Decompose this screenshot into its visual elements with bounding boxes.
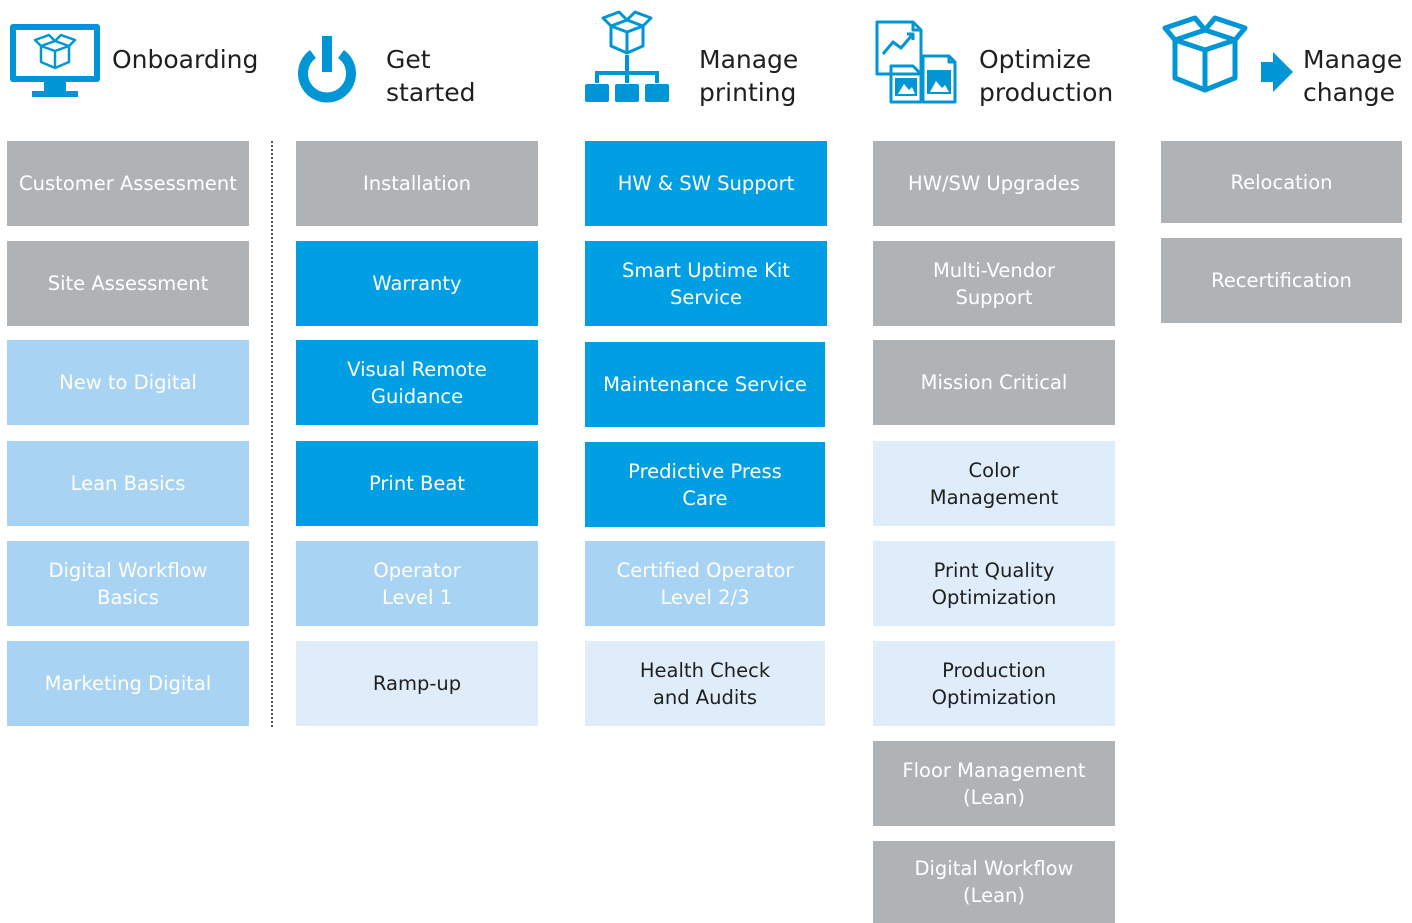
service-tile[interactable]: Installation [296,141,538,226]
service-tile[interactable]: New to Digital [7,340,249,425]
monitor-box-icon [10,24,100,97]
service-tile[interactable]: Floor Management (Lean) [873,741,1115,826]
service-tile[interactable]: Visual Remote Guidance [296,340,538,425]
column-title: Optimize production [979,45,1114,107]
service-tile[interactable]: Marketing Digital [7,641,249,726]
service-tile[interactable]: Mission Critical [873,340,1115,425]
service-tile[interactable]: Digital Workflow Basics [7,541,249,626]
service-tile[interactable]: Print Quality Optimization [873,541,1115,626]
service-tile[interactable]: Digital Workflow (Lean) [873,841,1115,923]
service-tile[interactable]: HW/SW Upgrades [873,141,1115,226]
service-tile[interactable]: Multi-Vendor Support [873,241,1115,326]
service-tile[interactable]: Ramp-up [296,641,538,726]
service-tile[interactable]: Relocation [1161,141,1402,223]
box-network-icon [585,10,669,102]
service-tile[interactable]: Smart Uptime Kit Service [585,241,827,326]
column-title: Manage printing [699,45,799,107]
service-tile[interactable]: Certified Operator Level 2/3 [585,541,825,626]
column-title: Get started [386,45,476,107]
column-title: Onboarding [112,45,259,74]
documents-chart-icon [875,20,957,104]
column-title: Manage change [1303,45,1403,107]
dotted-divider [271,141,273,727]
service-tile[interactable]: Site Assessment [7,241,249,326]
service-tile[interactable]: Predictive Press Care [585,442,825,527]
service-tile[interactable]: Customer Assessment [7,141,249,226]
service-tile[interactable]: Health Check and Audits [585,641,825,726]
service-tile[interactable]: Maintenance Service [585,342,825,427]
box-arrow-icon [1162,15,1293,93]
service-tile[interactable]: Print Beat [296,441,538,526]
service-tile[interactable]: Operator Level 1 [296,541,538,626]
power-icon [298,36,356,103]
service-tile[interactable]: HW & SW Support [585,141,827,226]
service-tile[interactable]: Lean Basics [7,441,249,526]
service-tile[interactable]: Recertification [1161,238,1402,323]
service-tile[interactable]: Warranty [296,241,538,326]
service-tile[interactable]: Color Management [873,441,1115,526]
service-tile[interactable]: Production Optimization [873,641,1115,726]
